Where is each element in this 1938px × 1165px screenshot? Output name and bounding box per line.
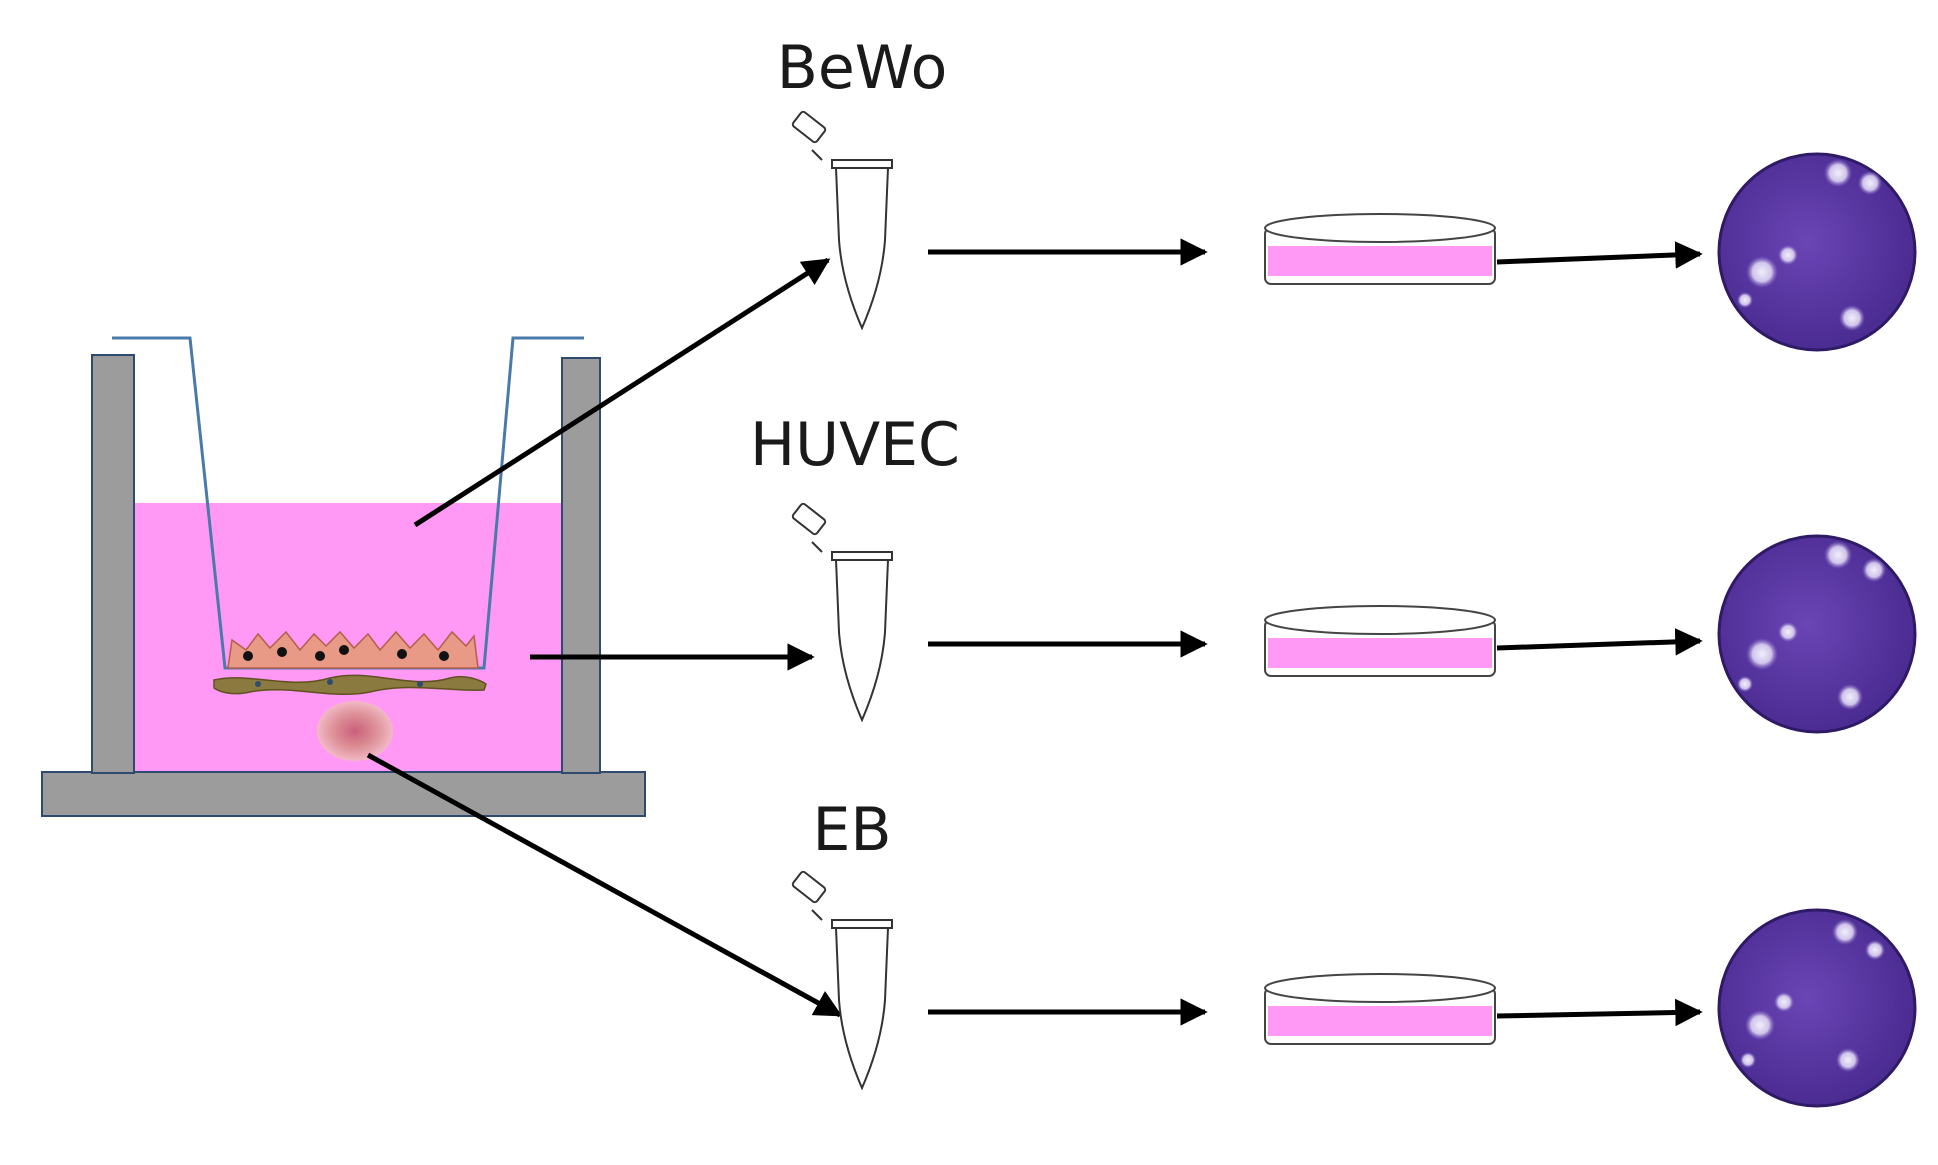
label-eb: EB [812, 795, 891, 865]
endothelial-matrix-layer [213, 674, 487, 695]
row-bewo [791, 110, 1917, 352]
plaque-assay-plate-icon [1717, 152, 1917, 352]
arrow-dish-to-plate [1496, 998, 1703, 1027]
arrow-eb-sample [366, 752, 843, 1018]
culture-dish-icon [1264, 213, 1496, 285]
label-huvec: HUVEC [750, 410, 960, 480]
culture-dish-icon [1264, 605, 1496, 677]
cell-nuclei [243, 645, 449, 661]
well-base [41, 771, 646, 817]
plaque-assay-plate-icon [1717, 908, 1917, 1108]
row-eb [791, 870, 1917, 1108]
trophoblast-cell-layer [227, 630, 479, 669]
arrow-dish-to-plate [1496, 241, 1703, 269]
matrix-nuclei [255, 679, 423, 687]
arrow-bewo-sample [413, 257, 831, 528]
arrow-dish-to-plate [1496, 628, 1703, 656]
well-wall-left [91, 354, 135, 774]
microcentrifuge-tube-icon [791, 870, 893, 1091]
embryoid-body [317, 701, 393, 761]
sampling-arrows [366, 257, 843, 1018]
label-bewo: BeWo [777, 33, 948, 103]
row-huvec [791, 502, 1917, 734]
plaque-assay-plate-icon [1717, 534, 1917, 734]
culture-dish-icon [1264, 973, 1496, 1045]
microcentrifuge-tube-icon [791, 110, 893, 331]
microcentrifuge-tube-icon [791, 502, 893, 723]
transwell-system [41, 336, 646, 817]
